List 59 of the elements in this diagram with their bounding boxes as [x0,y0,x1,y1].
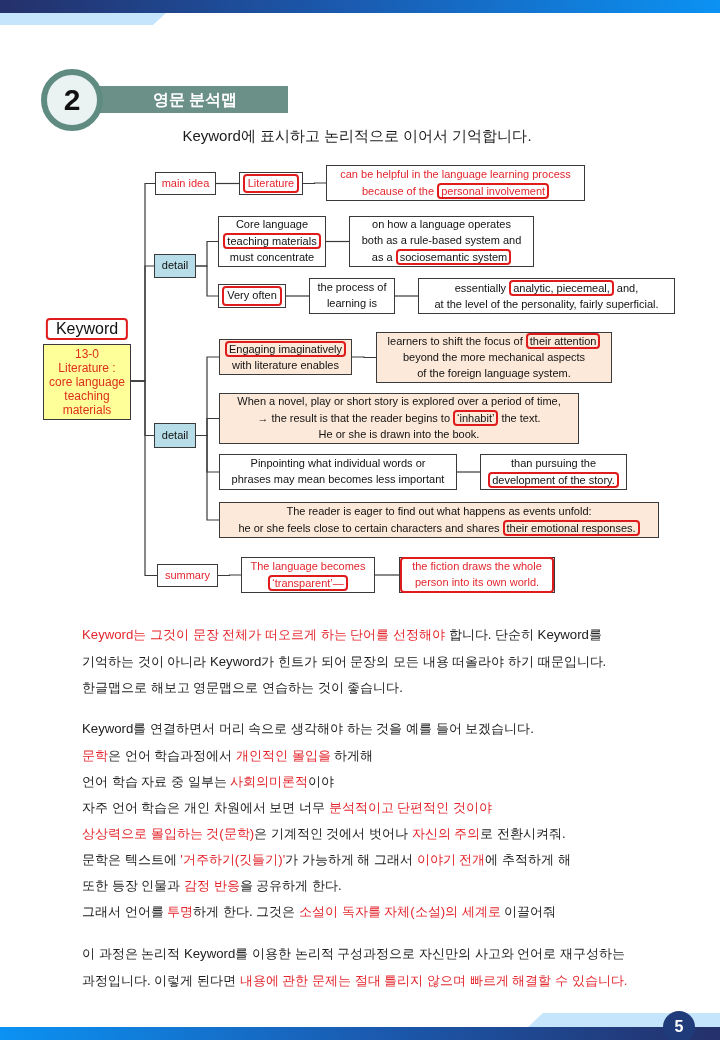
box-text: Literature [242,173,300,194]
concept-box [349,216,534,267]
body-text: 상상력으로 몰입하는 것(문학)은 기계적인 것에서 벗어나 자신의 주의로 전환시켜줘. [82,825,566,843]
connector-line [130,380,158,577]
branch-label: summary [164,567,211,583]
connector-line [302,182,327,185]
box-text: Pinpointing what individual words or phrases may mean becomes less important [231,456,445,487]
box-text: the fiction draws the whole person into its own world. [400,557,554,593]
box-text: than pursuing the development of the story. [483,455,624,489]
box-text: The reader is eager to find out what happens as events unfold: he or she feels close to certain characters and shares their emotional responses. [238,503,640,537]
keyword-heading: Keyword [45,318,129,340]
box-text: When a novel, play or short story is explored over a period of time, → the result is that the reader begins to ‘inhabit’ the text. He or she is drawn into the book. [237,394,561,442]
connector-line [325,240,350,243]
connector-line [195,434,220,521]
body-text: 자주 언어 학습은 개인 차원에서 보면 너무 분석적이고 단편적인 것이야 [82,799,492,817]
box-text: Very often [222,286,282,306]
body-text: 그래서 언어를 투명하게 한다. 그것은 소설이 독자를 자체(소설)의 세계로 이끌어줘 [82,903,557,921]
concept-box [326,165,585,201]
connector-line [394,295,419,297]
body-text: Keyword를 연결하면서 머리 속으로 생각해야 하는 것을 예를 들어 보겠습니다. [82,720,534,738]
box-text: The language becomes ‘transparent’— [249,558,367,592]
section-number: 2 [41,69,103,131]
concept-box [219,454,457,490]
body-text: 언어 학습 자료 중 일부는 사회의미론적이야 [82,773,335,791]
connector-line [456,471,481,473]
connector-line [351,356,377,359]
connector-line [374,574,400,576]
body-text: 문학은 언어 학습과정에서 개인적인 몰입을 하게해 [82,747,374,765]
branch-box [154,254,196,278]
connector-line [195,265,219,297]
box-text: can be helpful in the language learning process because of the personal involvement [340,166,571,200]
subtitle: Keyword에 표시하고 논리적으로 이어서 기억합니다. [182,127,532,146]
body-text: 이 과정은 논리적 Keyword를 이용한 논리적 구성과정으로 자신만의 사고와 언어로 재구성하는 과정입니다. 이렇게 된다면 내용에 관한 문제는 절대 틀리지 않으며 빠르게 해결할 수 있습니다. [82,945,629,990]
body-text: 또한 등장 인물과 감정 반응을 공유하게 한다. [82,877,342,895]
body-text: 문학은 텍스트에 '거주하기(깃들기)'가 가능하게 해 그래서 이야기 전개에 추적하게 해 [82,851,571,869]
branch-box [154,423,196,448]
branch-label: detail [161,427,189,443]
concept-box [219,393,579,444]
branch-box [155,172,216,195]
box-text: Core language teaching materials must concentrate [221,217,323,266]
concept-box [241,557,375,593]
connector-line [215,182,240,185]
concept-box [418,278,675,314]
box-text: on how a language operates both as a rule-based system and as a sociosemantic system [361,217,522,266]
body-text: Keyword는 그것이 문장 전체가 떠오르게 하는 단어를 선정해야 합니다. 단순히 Keyword를 기억하는 것이 아니라 Keyword가 힌트가 되어 문장의 모든 내용 떠올라야 하기 때문입니다. [82,626,608,671]
branch-label: detail [161,258,189,274]
connector-line [285,295,310,297]
box-text: essentially analytic, piecemeal, and, at the level of the personality, fairly superficial. [434,279,659,312]
box-text: the process of learning is [316,280,388,311]
box-text: Engaging imaginatively with literature enables [222,340,349,374]
branch-box [157,564,218,587]
branch-label: main idea [161,175,210,191]
body-text: 한글맵으로 해보고 영문맵으로 연습하는 것이 좋습니다. [82,679,403,697]
section-title: 영문 분석맵 [98,86,288,113]
connector-line [217,574,242,577]
concept-box [309,278,395,314]
page-number: 5 [663,1011,695,1040]
topic-text: 13-0 Literature : core language teaching materials [48,346,126,418]
box-text: learners to shift the focus of their attention beyond the more mechanical aspects of the foreign language system. [387,333,601,382]
